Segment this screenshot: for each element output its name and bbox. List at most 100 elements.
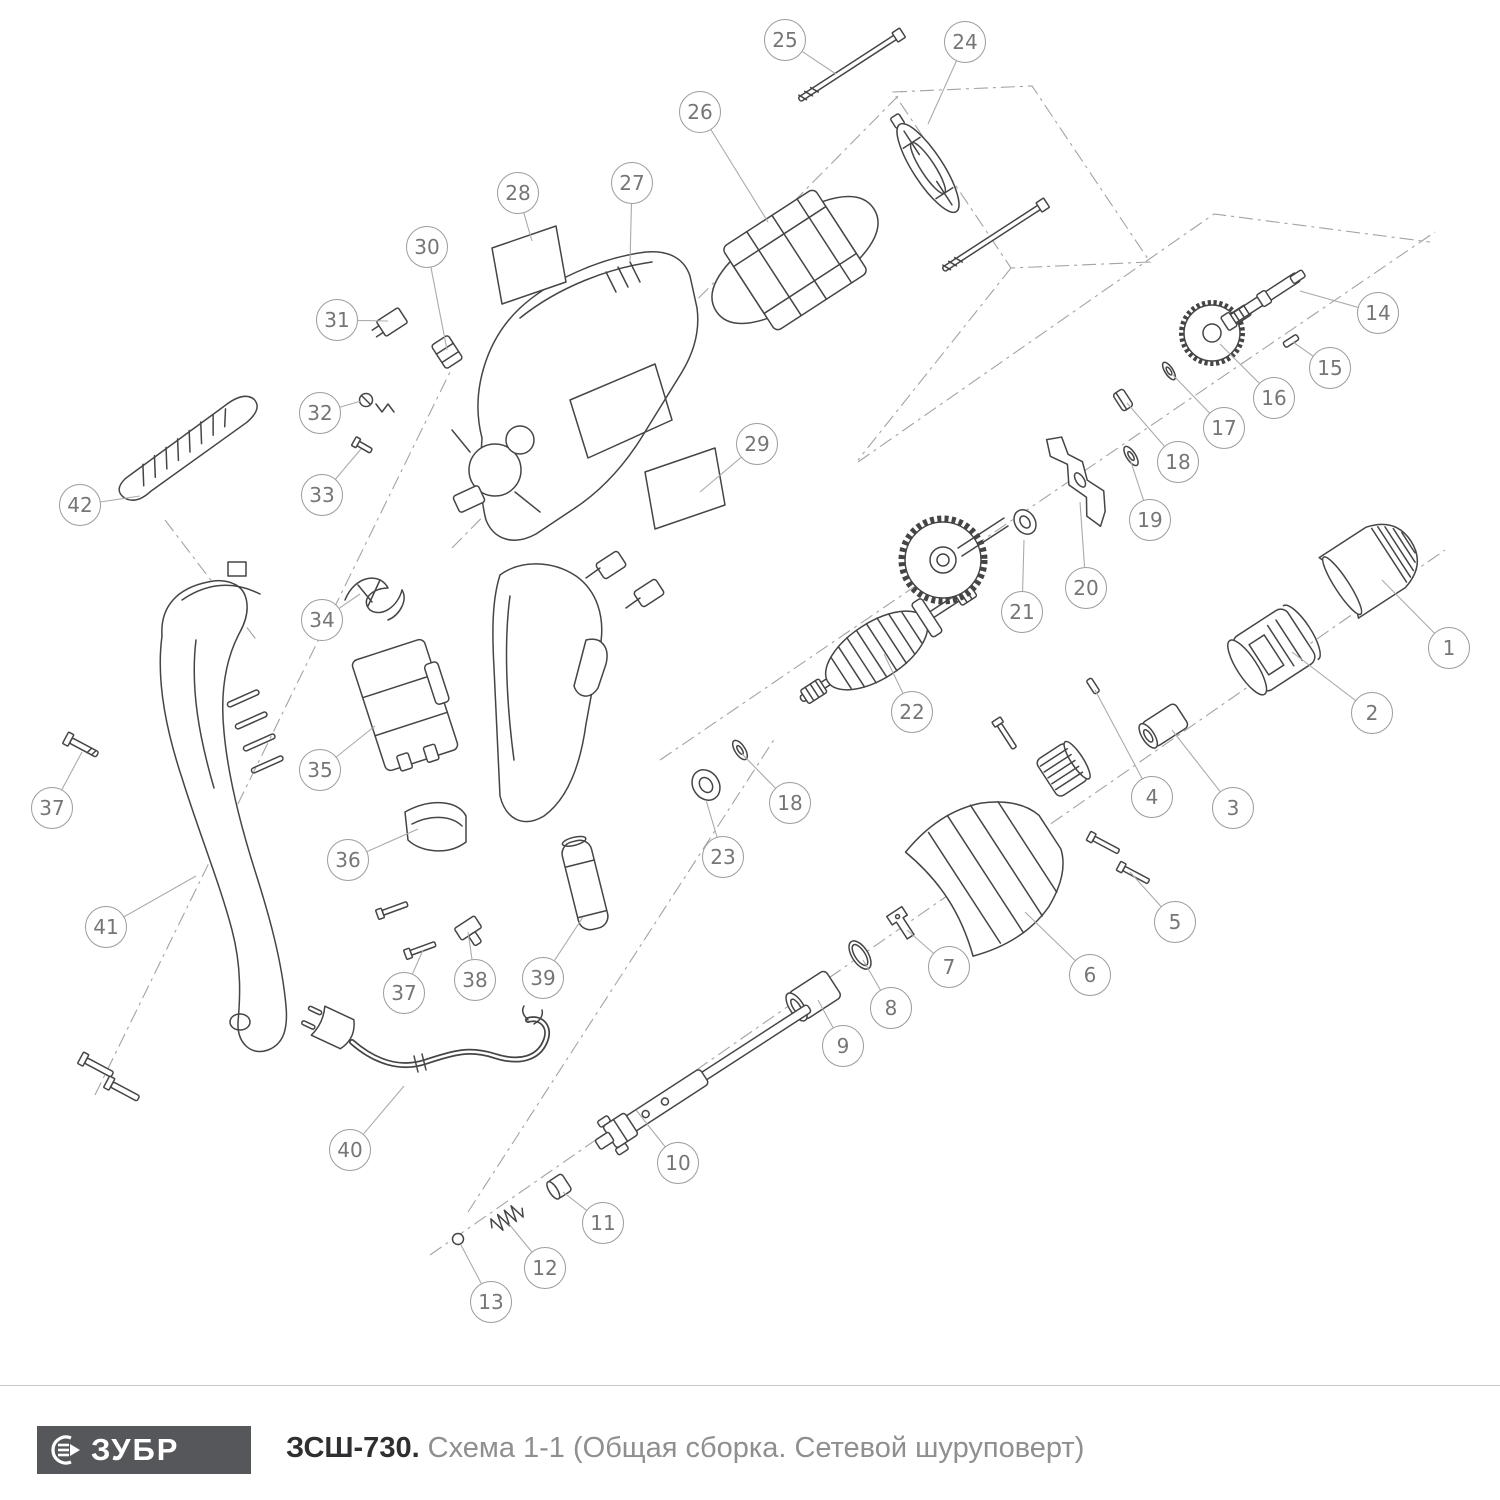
callout-18: 18 [769, 782, 811, 824]
callout-18: 18 [1157, 441, 1199, 483]
part-top-cover [118, 395, 258, 501]
part-ball-13 [451, 1232, 465, 1246]
part-terminal-blocks [585, 550, 665, 609]
zubr-logo: ЗУБР [37, 1426, 251, 1474]
callout-37: 37 [383, 972, 425, 1014]
part-screw-33 [350, 436, 373, 454]
callout-38: 38 [454, 959, 496, 1001]
callout-13: 13 [470, 1281, 512, 1323]
callout-40: 40 [329, 1129, 371, 1171]
callout-33: 33 [301, 474, 343, 516]
callout-21: 21 [1001, 591, 1043, 633]
callout-32: 32 [299, 392, 341, 434]
part-power-cord [301, 1005, 550, 1073]
callout-10: 10 [657, 1142, 699, 1184]
callout-22: 22 [891, 691, 933, 733]
callout-29: 29 [736, 423, 778, 465]
callout-36: 36 [327, 839, 369, 881]
part-long-screws [798, 27, 1050, 272]
part-label-29 [644, 447, 726, 530]
callout-7: 7 [928, 946, 970, 988]
part-spindle [594, 1004, 812, 1156]
part-clutch-plate [1045, 436, 1106, 528]
callout-28: 28 [497, 172, 539, 214]
part-brush-holder [431, 335, 463, 369]
callout-8: 8 [870, 987, 912, 1029]
callout-31: 31 [316, 299, 358, 341]
part-bearing-23 [691, 769, 721, 801]
part-oring-8 [848, 940, 872, 970]
part-rear-handle [159, 561, 288, 1053]
part-screw-37-left [62, 731, 99, 758]
zubr-logo-icon [51, 1435, 80, 1465]
part-armature [799, 515, 1009, 704]
part-inner-chassis [451, 425, 541, 513]
callout-19: 19 [1129, 499, 1171, 541]
callout-39: 39 [522, 957, 564, 999]
parts-artwork [62, 27, 1419, 1246]
footer: ЗУБР ЗСШ-730.Схема 1-1 (Общая сборка. Се… [0, 1385, 1500, 1500]
scheme-subtitle: Схема 1-1 (Общая сборка. Сетевой шурупов… [427, 1432, 1085, 1464]
brand-name: ЗУБР [91, 1432, 180, 1467]
part-wire-twist [344, 577, 405, 621]
callout-3: 3 [1212, 787, 1254, 829]
part-gear-housing [904, 740, 1091, 957]
part-screws-bottom-left [77, 1051, 140, 1102]
callout-26: 26 [679, 91, 721, 133]
callout-14: 14 [1357, 292, 1399, 334]
part-sleeve-18-upper [1112, 388, 1134, 412]
part-spline-drum [1036, 740, 1091, 797]
part-bracket-36 [404, 801, 467, 852]
callout-6: 6 [1069, 954, 1111, 996]
callout-1: 1 [1428, 627, 1470, 669]
callout-25: 25 [764, 19, 806, 61]
callout-37: 37 [31, 787, 73, 829]
part-lock-plate [454, 915, 482, 947]
callout-27: 27 [611, 162, 653, 204]
callout-16: 16 [1253, 377, 1295, 419]
exploded-view-drawing [61, 27, 1446, 1284]
part-washer-19 [1123, 445, 1139, 467]
callout-30: 30 [406, 226, 448, 268]
model-number: ЗСШ-730. [286, 1432, 420, 1464]
part-fan-guard [890, 113, 960, 214]
part-label-28 [491, 225, 567, 305]
part-chuck-sleeve [1318, 523, 1419, 619]
callout-4: 4 [1131, 776, 1173, 818]
callout-15: 15 [1309, 347, 1351, 389]
part-shaft-14 [1220, 269, 1306, 331]
part-screw-32 [358, 392, 395, 413]
callout-11: 11 [582, 1202, 624, 1244]
part-stator [711, 189, 879, 331]
callout-5: 5 [1154, 901, 1196, 943]
part-key-15 [1282, 334, 1300, 348]
part-clutch-ring [1227, 604, 1321, 696]
callout-20: 20 [1065, 567, 1107, 609]
diagram-title: ЗСШ-730.Схема 1-1 (Общая сборка. Сетевой… [286, 1432, 1084, 1465]
callout-2: 2 [1351, 692, 1393, 734]
part-cylinder-3 [1138, 703, 1189, 749]
callout-9: 9 [822, 1025, 864, 1067]
callout-23: 23 [702, 836, 744, 878]
part-screws-5 [991, 716, 1150, 885]
part-capacitor [561, 835, 609, 931]
callout-41: 41 [85, 906, 127, 948]
part-spring-12 [490, 1205, 524, 1231]
part-switch [351, 638, 459, 772]
part-bearing-21 [1013, 509, 1037, 535]
part-pin-4 [1086, 677, 1100, 695]
callout-42: 42 [59, 484, 101, 526]
part-armature-gear [898, 515, 1009, 605]
part-screws-37b [375, 901, 437, 961]
callout-35: 35 [299, 749, 341, 791]
callout-34: 34 [301, 599, 343, 641]
callout-12: 12 [524, 1247, 566, 1289]
part-motor-housing [477, 250, 699, 541]
callout-24: 24 [944, 21, 986, 63]
part-brush-cap [371, 307, 408, 338]
callout-17: 17 [1203, 407, 1245, 449]
part-front-grip-shell [492, 563, 608, 823]
callout-leader-lines [61, 51, 1435, 1284]
